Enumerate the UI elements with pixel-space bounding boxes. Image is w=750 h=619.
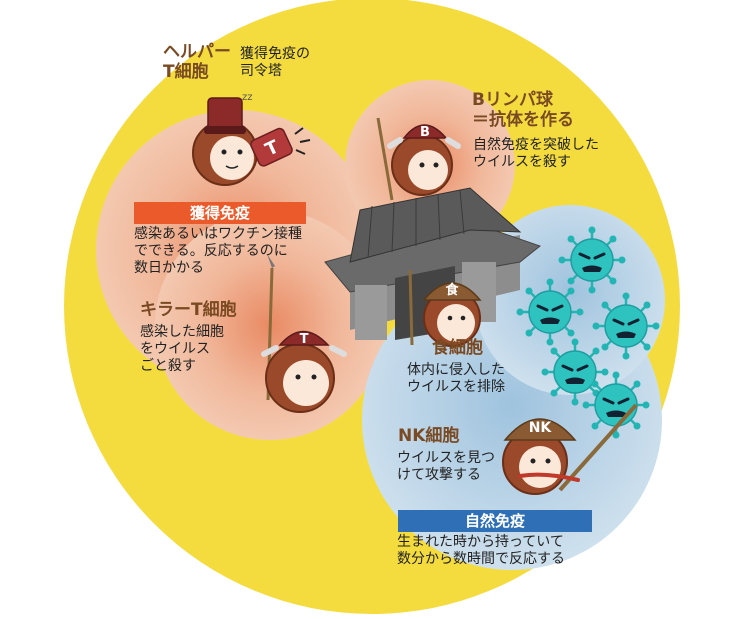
nk-cell: NK bbox=[502, 403, 638, 495]
nk-hat-mark: NK bbox=[529, 420, 553, 436]
helper-t-cell-desc: 獲得免疫の 司令塔 bbox=[240, 46, 310, 79]
killer-helmet-mark: T bbox=[300, 332, 309, 347]
acquired-immunity-banner: 獲得免疫 bbox=[134, 202, 306, 224]
helper-t-cell-name: ヘルパー T細胞 bbox=[163, 42, 231, 83]
nk-cell-desc: ウイルスを見つ けて攻撃する bbox=[397, 450, 495, 483]
macrophage-cell: 食 bbox=[408, 269, 482, 347]
b-cell: B bbox=[376, 117, 461, 201]
innate-immunity-desc: 生まれた時から持っていて 数分から数時間で反応する bbox=[397, 534, 565, 567]
b-cell-desc: 自然免疫を突破した ウイルスを殺す bbox=[473, 137, 599, 170]
sleep-mark: zz bbox=[242, 92, 253, 103]
macrophage-desc: 体内に侵入した ウイルスを排除 bbox=[407, 362, 505, 395]
killer-t-cell: T bbox=[261, 254, 347, 413]
b-cell-name: Bリンパ球 ＝抗体を作る bbox=[472, 90, 574, 131]
helper-t-cell: T zz bbox=[192, 92, 311, 186]
innate-immunity-banner: 自然免疫 bbox=[398, 510, 592, 532]
macrophage-hat-mark: 食 bbox=[445, 282, 459, 298]
b-cell-helmet-mark: B bbox=[420, 125, 430, 140]
killer-t-cell-name: キラーT細胞 bbox=[140, 300, 237, 320]
nk-cell-name: NK細胞 bbox=[398, 426, 460, 446]
macrophage-name: 食細胞 bbox=[432, 338, 483, 358]
acquired-immunity-desc: 感染あるいはワクチン接種 でできる。反応するのに 数日かかる bbox=[134, 226, 302, 276]
killer-t-cell-desc: 感染した細胞 をウイルス ごと殺す bbox=[140, 324, 224, 374]
